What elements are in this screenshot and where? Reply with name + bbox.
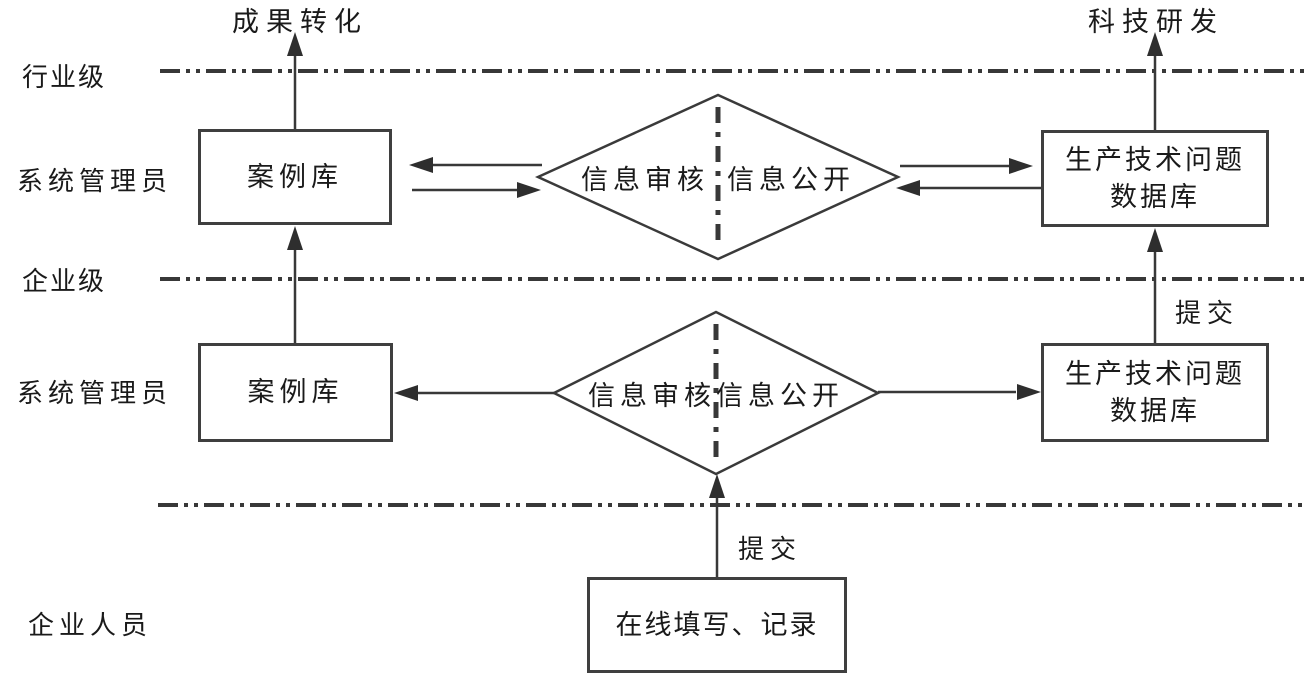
arrowhead-right-db-mid bbox=[1017, 384, 1041, 400]
arrowhead-right-upperdiamond bbox=[517, 182, 541, 198]
arrowhead-left-case-top bbox=[409, 157, 433, 173]
arrowhead-up-rnd bbox=[1147, 32, 1163, 56]
lane-label-enterprise-level: 企业级 bbox=[22, 267, 107, 296]
tech-problem-db-line1: 生产技术问题 bbox=[1065, 359, 1245, 390]
case-library-box-enterprise: 案例库 bbox=[198, 343, 393, 442]
info-review-label: 信息审核 bbox=[581, 164, 709, 195]
arrowhead-up-db bbox=[1147, 228, 1163, 252]
arrowhead-right-db-top bbox=[1009, 158, 1033, 174]
arrowhead-left-case-mid bbox=[394, 385, 418, 401]
upper-diamond-label: 信息审核 信息公开 bbox=[538, 161, 898, 195]
lane-label-system-admin-top: 系统管理员 bbox=[17, 167, 173, 196]
online-record-box: 在线填写、记录 bbox=[587, 577, 847, 673]
tech-problem-db-line1: 生产技术问题 bbox=[1065, 145, 1245, 176]
tech-problem-db-line2: 数据库 bbox=[1110, 181, 1200, 212]
submit-label-industry: 提交 bbox=[1175, 299, 1240, 328]
arrowhead-up-lowerdiamond bbox=[709, 474, 725, 498]
arrowhead-left-upperdiamond bbox=[896, 180, 920, 196]
upper-diamond-shape bbox=[534, 93, 902, 261]
info-publish-label: 信息公开 bbox=[727, 164, 855, 195]
case-library-box-industry: 案例库 bbox=[198, 129, 392, 225]
lane-label-industry-level: 行业级 bbox=[22, 63, 107, 92]
achievement-transform-label: 成果转化 bbox=[232, 7, 368, 37]
arrowhead-up-achievement bbox=[287, 32, 303, 56]
tech-rnd-label: 科技研发 bbox=[1088, 7, 1224, 37]
tech-problem-db-box-industry: 生产技术问题 数据库 bbox=[1041, 130, 1269, 227]
tech-problem-db-box-enterprise: 生产技术问题 数据库 bbox=[1041, 343, 1269, 442]
tech-problem-db-line2: 数据库 bbox=[1110, 395, 1200, 426]
lower-diamond-label: 信息审核信息公开 bbox=[588, 380, 844, 411]
lane-label-system-admin-mid: 系统管理员 bbox=[17, 379, 173, 408]
submit-label-enterprise: 提交 bbox=[738, 535, 803, 564]
arrowhead-up-case bbox=[287, 226, 303, 250]
lane-label-enterprise-staff: 企业人员 bbox=[28, 611, 153, 640]
